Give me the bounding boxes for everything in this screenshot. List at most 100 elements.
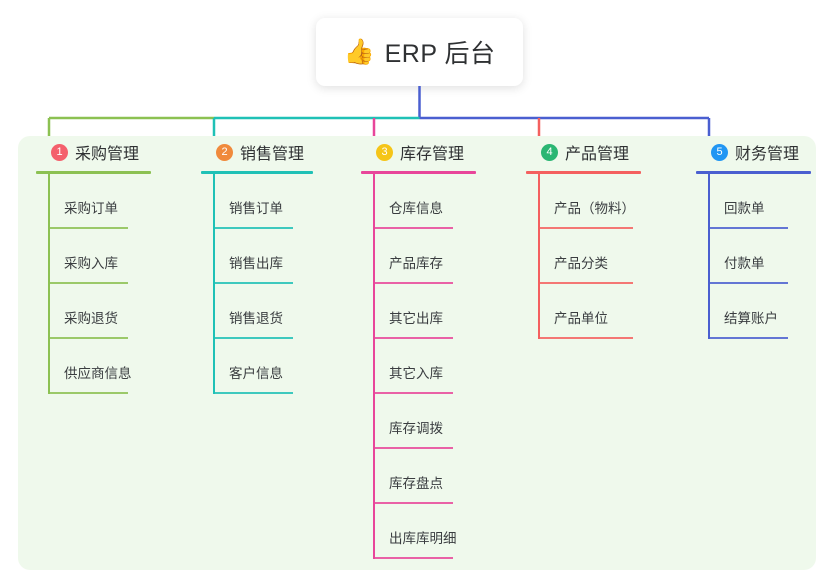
branch-item[interactable]: 产品单位 xyxy=(526,284,641,339)
root-title: ERP 后台 xyxy=(384,40,496,68)
branch-item-label: 仓库信息 xyxy=(389,201,443,216)
branch-underline xyxy=(361,171,476,174)
branch-title: 采购管理 xyxy=(75,146,140,163)
branch-header-5[interactable]: 5 财务管理 xyxy=(696,136,811,168)
branch-item-label: 销售退货 xyxy=(229,311,283,326)
branch-item-label: 销售订单 xyxy=(229,201,283,216)
branch-spine xyxy=(48,174,50,394)
branch-item[interactable]: 产品分类 xyxy=(526,229,641,284)
branch-item-label: 其它出库 xyxy=(389,311,443,326)
branch-item-underline xyxy=(708,282,788,284)
branch-item[interactable]: 产品库存 xyxy=(361,229,476,284)
branch-column-5: 5 财务管理回款单付款单结算账户 xyxy=(696,136,811,339)
branch-item-label: 产品（物料） xyxy=(554,201,635,216)
branch-item-underline xyxy=(373,557,453,559)
branch-item-label: 客户信息 xyxy=(229,366,283,381)
branch-item[interactable]: 结算账户 xyxy=(696,284,811,339)
root-node[interactable]: 👍 ERP 后台 xyxy=(316,18,523,86)
branch-title: 库存管理 xyxy=(400,146,465,163)
branch-item-label: 其它入库 xyxy=(389,366,443,381)
branch-item[interactable]: 出库库明细 xyxy=(361,504,476,559)
branch-item-underline xyxy=(373,282,453,284)
branch-item-label: 销售出库 xyxy=(229,256,283,271)
branch-item[interactable]: 采购入库 xyxy=(36,229,151,284)
branch-item-underline xyxy=(48,282,128,284)
branch-items: 采购订单采购入库采购退货供应商信息 xyxy=(36,174,151,394)
branch-item[interactable]: 其它出库 xyxy=(361,284,476,339)
branch-item-underline xyxy=(373,227,453,229)
branch-item-label: 采购退货 xyxy=(64,311,118,326)
branch-spine xyxy=(538,174,540,339)
branch-item[interactable]: 销售订单 xyxy=(201,174,313,229)
branch-item[interactable]: 采购订单 xyxy=(36,174,151,229)
thumbs-up-icon: 👍 xyxy=(343,37,375,66)
branch-number-badge: 1 xyxy=(51,143,68,161)
branch-underline xyxy=(526,171,641,174)
branch-item[interactable]: 销售出库 xyxy=(201,229,313,284)
branch-item-underline xyxy=(373,392,453,394)
branch-title: 产品管理 xyxy=(565,146,630,163)
branch-spine xyxy=(708,174,710,339)
branch-items: 产品（物料） 产品分类产品单位 xyxy=(526,174,641,339)
branch-item-underline xyxy=(373,502,453,504)
branch-spine xyxy=(373,174,375,559)
branch-item[interactable]: 库存调拨 xyxy=(361,394,476,449)
branch-item-label: 产品分类 xyxy=(554,256,608,271)
branch-items: 仓库信息产品库存其它出库其它入库库存调拨库存盘点出库库明细 xyxy=(361,174,476,559)
branch-item-label: 出库库明细 xyxy=(389,531,457,546)
branch-item-underline xyxy=(48,392,128,394)
branch-item-label: 库存调拨 xyxy=(389,421,443,436)
branch-item-underline xyxy=(708,337,788,339)
branch-item-label: 采购订单 xyxy=(64,201,118,216)
branch-underline xyxy=(201,171,313,174)
branch-item-underline xyxy=(538,337,633,339)
branch-item[interactable]: 客户信息 xyxy=(201,339,313,394)
branch-item-underline xyxy=(538,227,633,229)
branch-spine xyxy=(213,174,215,394)
branch-items: 回款单付款单结算账户 xyxy=(696,174,811,339)
branch-title: 销售管理 xyxy=(240,146,305,163)
branch-item[interactable]: 销售退货 xyxy=(201,284,313,339)
branch-item-underline xyxy=(708,227,788,229)
branch-item[interactable]: 付款单 xyxy=(696,229,811,284)
branch-item[interactable]: 回款单 xyxy=(696,174,811,229)
branch-number-badge: 5 xyxy=(711,143,728,161)
branch-item[interactable]: 其它入库 xyxy=(361,339,476,394)
branch-header-3[interactable]: 3 库存管理 xyxy=(361,136,476,168)
branch-item[interactable]: 库存盘点 xyxy=(361,449,476,504)
branch-item-underline xyxy=(213,282,293,284)
branch-item-underline xyxy=(48,227,128,229)
branch-item-label: 回款单 xyxy=(724,201,765,216)
branch-item-underline xyxy=(213,392,293,394)
branch-header-4[interactable]: 4 产品管理 xyxy=(526,136,641,168)
branch-item-label: 产品单位 xyxy=(554,311,608,326)
branch-item-label: 结算账户 xyxy=(724,311,778,326)
branch-item-label: 付款单 xyxy=(724,256,765,271)
branch-column-3: 3 库存管理仓库信息产品库存其它出库其它入库库存调拨库存盘点出库库明细 xyxy=(361,136,476,559)
branch-item-underline xyxy=(373,337,453,339)
branch-column-4: 4 产品管理产品（物料） 产品分类产品单位 xyxy=(526,136,641,339)
branch-item[interactable]: 产品（物料） xyxy=(526,174,641,229)
branch-item-underline xyxy=(213,227,293,229)
branches-panel xyxy=(18,136,816,570)
branch-item[interactable]: 采购退货 xyxy=(36,284,151,339)
branch-number-badge: 4 xyxy=(541,143,558,161)
branch-item[interactable]: 仓库信息 xyxy=(361,174,476,229)
branch-item-label: 采购入库 xyxy=(64,256,118,271)
branch-title: 财务管理 xyxy=(735,146,800,163)
branch-item-label: 库存盘点 xyxy=(389,476,443,491)
branch-number-badge: 3 xyxy=(376,143,393,161)
branch-underline xyxy=(696,171,811,174)
branch-underline xyxy=(36,171,151,174)
branch-column-1: 1 采购管理采购订单采购入库采购退货供应商信息 xyxy=(36,136,151,394)
branch-items: 销售订单销售出库销售退货客户信息 xyxy=(201,174,313,394)
branch-item-label: 产品库存 xyxy=(389,256,443,271)
branch-item-underline xyxy=(373,447,453,449)
branch-item-label: 供应商信息 xyxy=(64,366,132,381)
branch-item[interactable]: 供应商信息 xyxy=(36,339,151,394)
branch-header-1[interactable]: 1 采购管理 xyxy=(36,136,151,168)
